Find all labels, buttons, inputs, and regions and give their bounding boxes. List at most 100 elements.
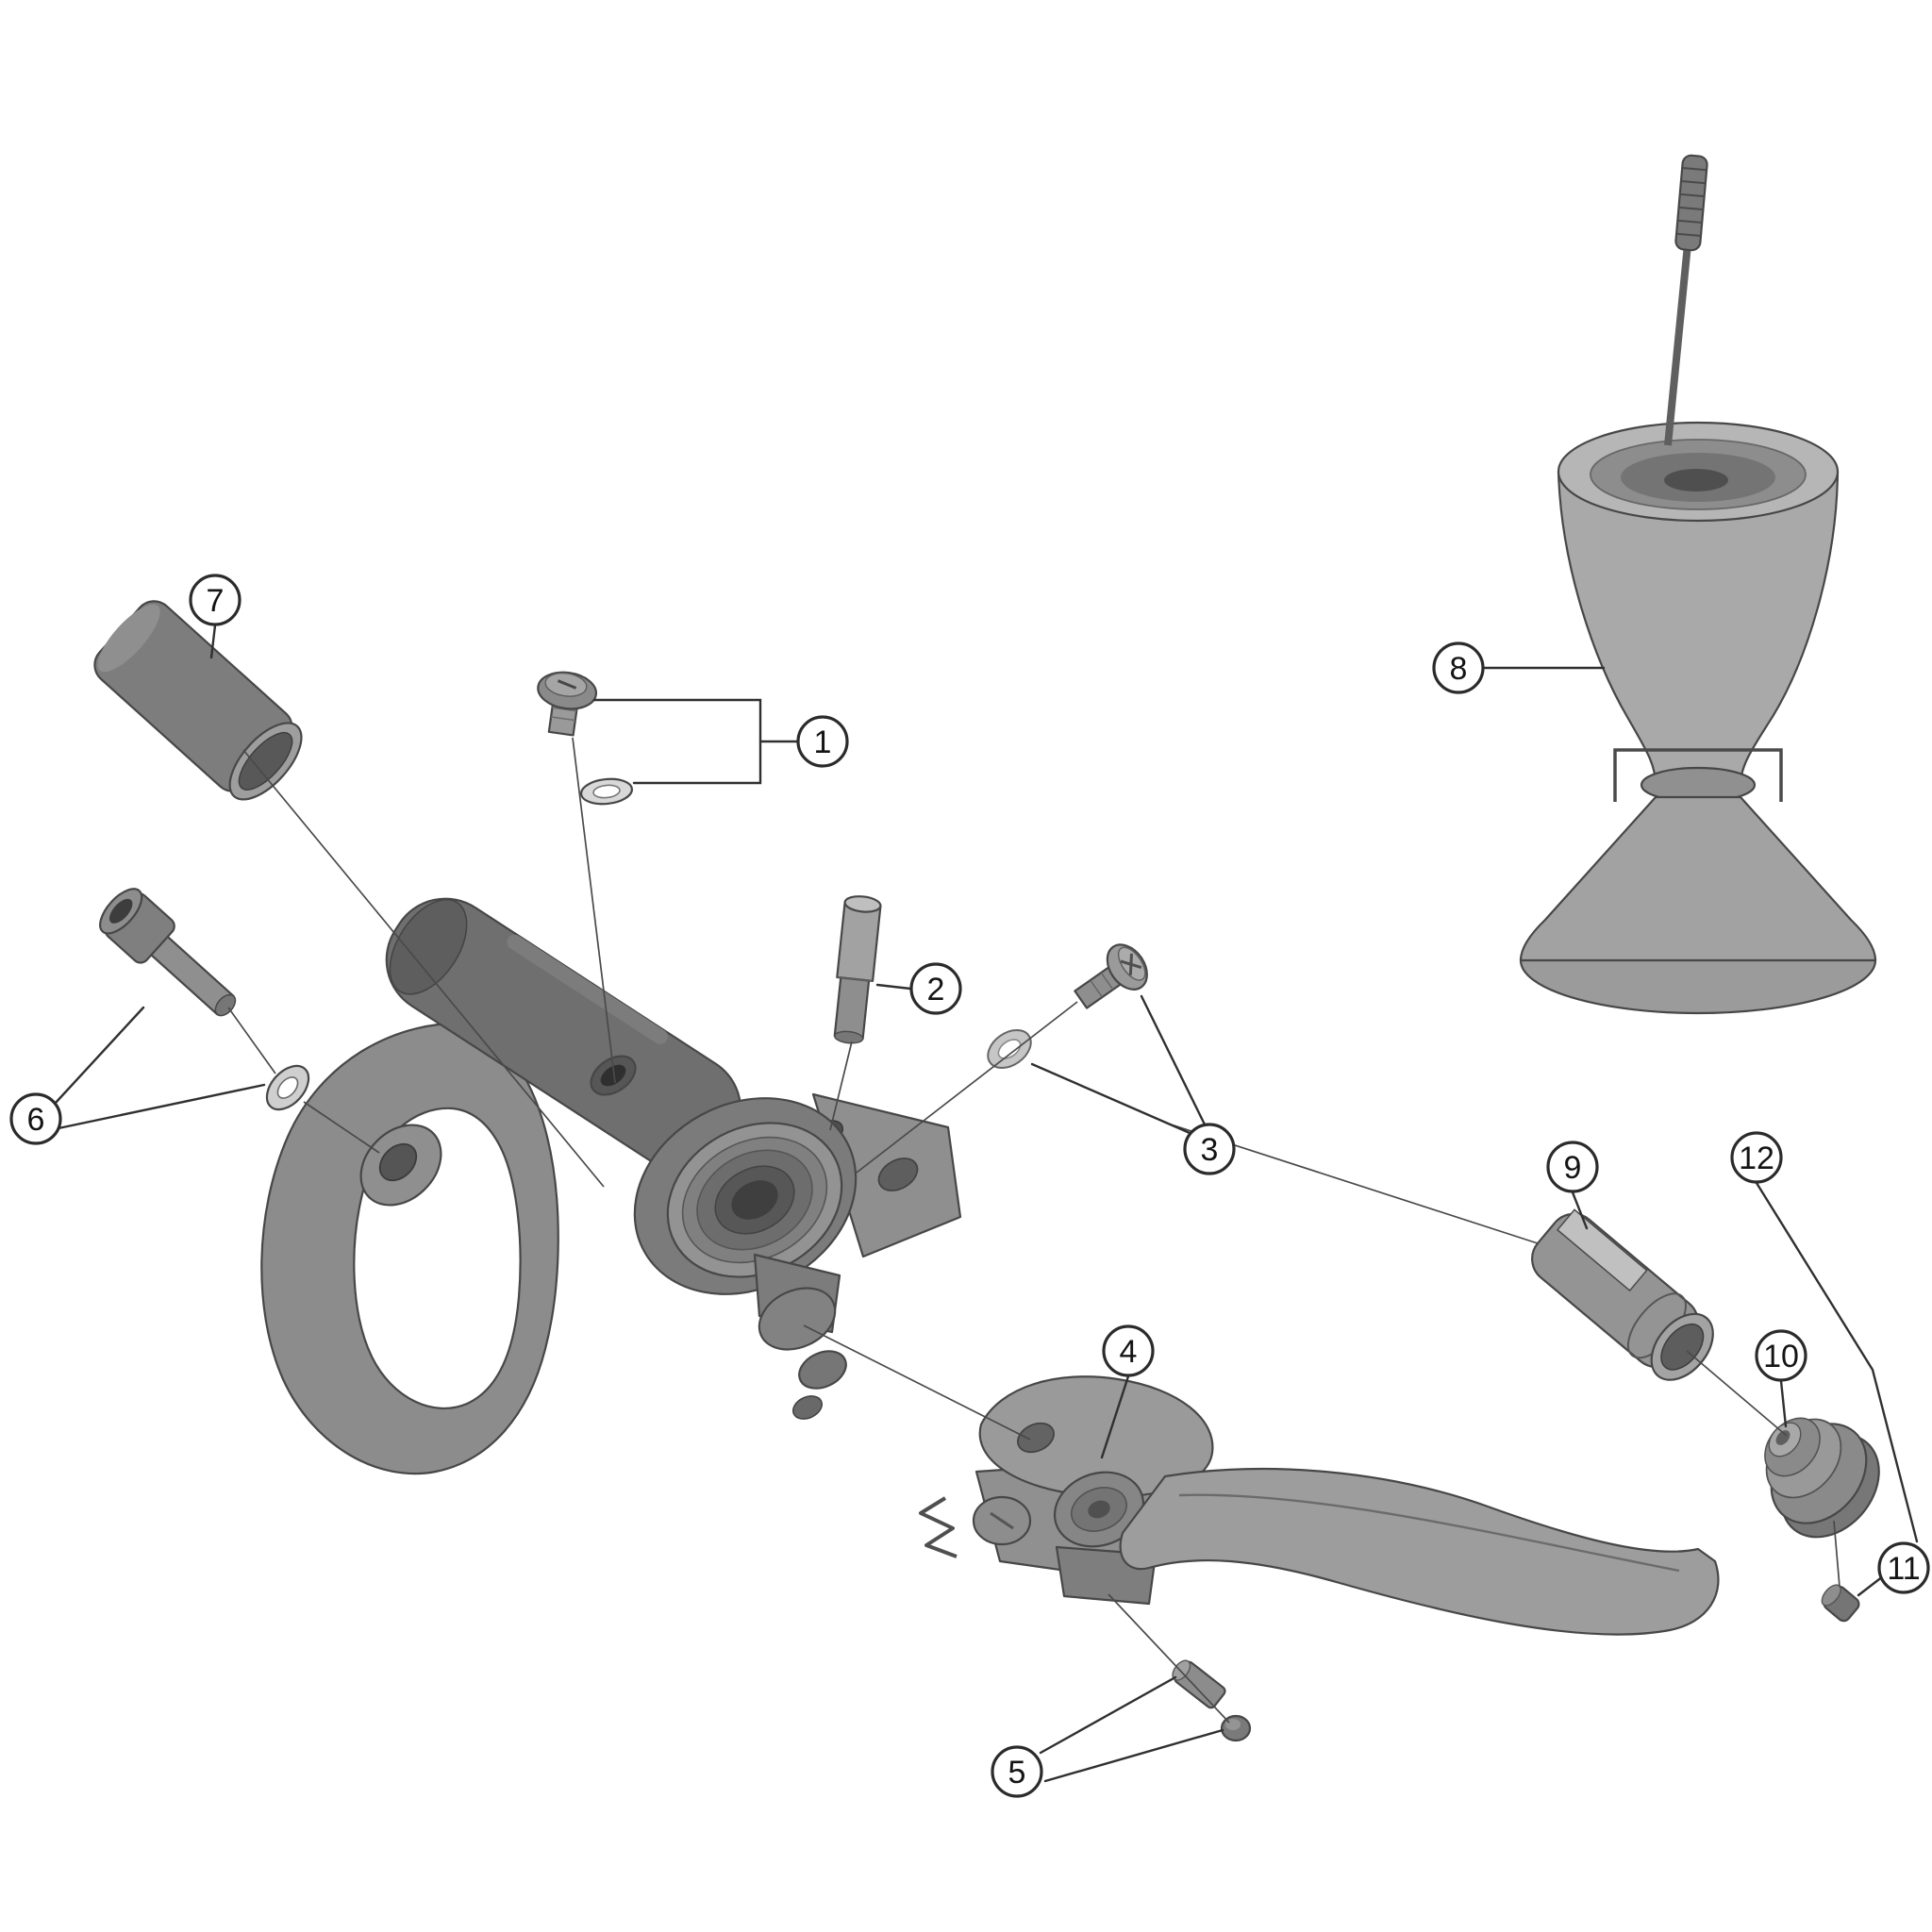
washer-hole	[276, 1076, 299, 1099]
callout-10: 10	[1755, 1329, 1807, 1382]
callout-4: 4	[1102, 1324, 1155, 1377]
bleed-funnel-part	[1519, 154, 1877, 1015]
leader-10	[1779, 1379, 1788, 1428]
callout-3-label: 3	[1201, 1132, 1219, 1168]
callout-9-circle	[1546, 1141, 1599, 1193]
callout-8-label: 8	[1450, 651, 1468, 687]
plunger-grip	[1674, 154, 1708, 252]
barrel-top-ridge	[507, 934, 668, 1044]
callout-12-circle	[1730, 1131, 1783, 1184]
pivot-pin-part	[833, 895, 882, 1044]
callout-7: 7	[189, 574, 242, 626]
leader-4	[1100, 1374, 1130, 1459]
clamp-bolt-part	[99, 888, 237, 1017]
barrel-end-cap	[389, 898, 468, 995]
cover-screw-slot	[557, 679, 577, 690]
cover-screw-washer	[580, 777, 633, 806]
funnel-clip-wire	[1613, 748, 1783, 802]
callout-1-circle	[796, 715, 849, 768]
lever-pin-part	[1172, 1659, 1226, 1709]
callout-1-label: 1	[814, 724, 832, 760]
pivot-screw	[1088, 1500, 1110, 1519]
callout-4-circle	[1102, 1324, 1155, 1377]
callout-8-circle	[1432, 641, 1485, 694]
axis-washer6-to-ear	[303, 1101, 380, 1154]
lever-blade	[1119, 1467, 1720, 1636]
leader-lines	[53, 624, 1919, 1783]
callout-3: 3	[1183, 1123, 1236, 1175]
lower-lug-stub	[798, 1350, 847, 1390]
leader-7	[209, 624, 217, 659]
adjuster-knob-part	[1764, 1417, 1880, 1539]
axis-sleeve-to-body	[242, 749, 605, 1188]
axis-sleeve9-to-knob10	[1686, 1350, 1788, 1437]
cover-screw-part	[537, 671, 598, 737]
callout-5: 5	[991, 1745, 1043, 1798]
funnel-skirt	[1519, 795, 1877, 962]
callout-11: 11	[1877, 1541, 1930, 1594]
o-ring-part	[987, 1029, 1032, 1069]
bracket-3a	[1140, 994, 1207, 1126]
spring-clip-wire	[919, 1496, 958, 1558]
pin-lower	[833, 976, 871, 1041]
callout-3-circle	[1183, 1123, 1236, 1175]
o-ring-hole	[997, 1039, 1022, 1059]
callout-6-circle	[9, 1092, 62, 1145]
callout-10-circle	[1755, 1329, 1807, 1382]
cover-screw-hole-bore	[600, 1064, 626, 1087]
sleeve-boot-part	[93, 600, 303, 801]
leader-2	[875, 983, 912, 991]
callout-12: 12	[1730, 1131, 1783, 1184]
callout-6: 6	[9, 1092, 62, 1145]
bracket-12	[1755, 1181, 1919, 1543]
callout-6-label: 6	[27, 1102, 45, 1138]
axis-screw3-to-body	[856, 1001, 1078, 1174]
callout-7-circle	[189, 574, 242, 626]
pin-upper	[836, 901, 882, 983]
axis-body-to-lever	[803, 1324, 1031, 1441]
sleeve-slot-inner	[1556, 1208, 1648, 1292]
axis-knob10-to-cap11	[1833, 1520, 1840, 1588]
funnel-throat	[1664, 469, 1728, 491]
callout-1: 1	[796, 715, 849, 768]
callout-10-label: 10	[1763, 1339, 1799, 1374]
bracket-6b	[57, 1083, 266, 1130]
callout-5-label: 5	[1008, 1755, 1026, 1790]
clamp-bolt-hole	[378, 1142, 418, 1182]
clamp-bolt-washer	[265, 1064, 310, 1111]
lug-plate-hole	[877, 1158, 919, 1191]
bracket-6a	[53, 1006, 145, 1106]
callout-8: 8	[1432, 641, 1485, 694]
hex-socket	[108, 898, 133, 924]
callout-7-label: 7	[207, 583, 225, 619]
leader-11	[1857, 1574, 1885, 1597]
lever-blade-assembly	[919, 1375, 1720, 1636]
callout-2-circle	[909, 962, 962, 1015]
callout-11-circle	[1877, 1541, 1930, 1594]
callout-5-circle	[991, 1745, 1043, 1798]
knob-dimple	[1775, 1430, 1790, 1445]
bracket-5b	[1043, 1728, 1224, 1783]
callout-9: 9	[1546, 1141, 1599, 1193]
callout-11-label: 11	[1887, 1551, 1920, 1587]
lower-lug-bolt	[791, 1395, 824, 1420]
phillips-slot-2	[1128, 953, 1133, 975]
end-cap-part	[1821, 1584, 1860, 1623]
leader-9	[1571, 1191, 1589, 1230]
callout-2-label: 2	[927, 972, 945, 1008]
master-cylinder-body	[260, 897, 962, 1475]
bleed-screw-part	[1074, 943, 1148, 1009]
blade-ridge	[1178, 1493, 1680, 1573]
bracket-1	[592, 698, 762, 785]
axis-lever-to-pin5	[1108, 1593, 1230, 1724]
callout-2: 2	[909, 962, 962, 1015]
callout-12-label: 12	[1739, 1141, 1774, 1176]
sleeve-closed-end	[97, 604, 160, 673]
callouts: 1 2 3 4 5 6 7 8	[9, 574, 1930, 1798]
callout-4-label: 4	[1120, 1334, 1138, 1370]
sleeve-bore	[238, 731, 293, 791]
pin-top-face	[843, 895, 882, 913]
bore-deep	[731, 1180, 778, 1220]
